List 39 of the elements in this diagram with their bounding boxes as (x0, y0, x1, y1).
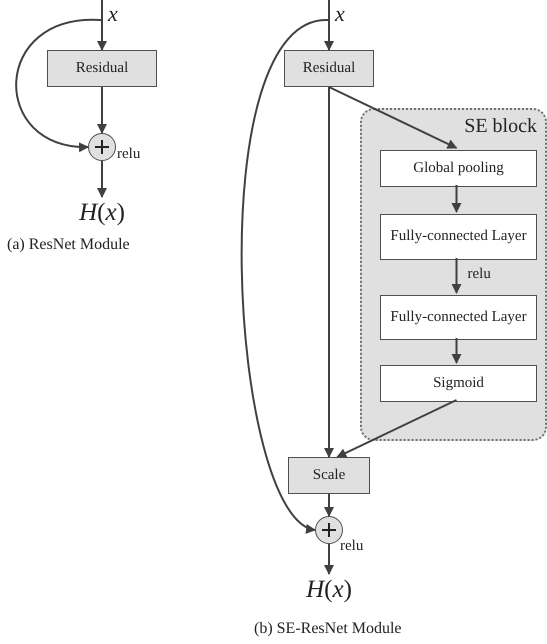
arrow (97, 0, 107, 51)
box-label: Residual (302, 60, 356, 76)
arrow (97, 87, 107, 134)
arrow (324, 87, 334, 458)
process-box (380, 295, 537, 340)
sum-circle (88, 133, 116, 161)
process-box (47, 50, 157, 87)
arrow (324, 0, 334, 51)
process-box (284, 50, 374, 87)
box-label: Scale (312, 468, 346, 484)
arrow (240, 19, 330, 531)
box-label: Fully-connected Layer (390, 310, 527, 326)
input-label: x (106, 1, 118, 27)
box-label: Fully-connected Layer (390, 229, 527, 245)
input-label: x (334, 1, 345, 27)
process-box (288, 457, 370, 494)
activation-label: relu (340, 538, 364, 555)
group-title: SE block (464, 115, 537, 138)
arrow (15, 19, 102, 152)
process-box (380, 214, 537, 260)
arrow (324, 544, 334, 575)
caption: (b) SE-ResNet Module (254, 620, 402, 638)
output-label: H(x) (306, 576, 352, 604)
box-label: Residual (76, 60, 128, 76)
arrow (452, 338, 462, 364)
arrow (328, 86, 458, 149)
arrow (324, 494, 334, 517)
arrow (452, 258, 462, 294)
arrow (452, 185, 462, 213)
process-box (380, 365, 537, 402)
process-box (380, 150, 537, 187)
se-block-panel (360, 108, 547, 441)
arrow (97, 161, 107, 198)
box-label: Sigmoid (433, 376, 484, 392)
box-label: Global pooling (413, 160, 504, 176)
output-label: H(x) (79, 199, 125, 227)
arrow (336, 399, 457, 458)
caption: (a) ResNet Module (7, 236, 130, 254)
activation-label: relu (117, 146, 140, 163)
